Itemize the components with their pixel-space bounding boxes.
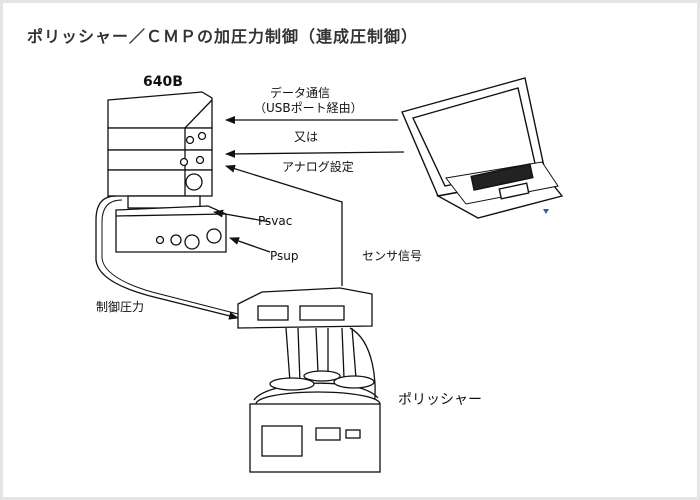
sensor-signal-label: センサ信号: [362, 249, 423, 263]
data-comm-label: データ通信: [270, 86, 331, 100]
laptop-icon: [401, 77, 564, 219]
analog-setting-label: アナログ設定: [282, 160, 354, 174]
psup-label: Psup: [270, 249, 299, 263]
signal-lines: [95, 116, 405, 320]
controller-label: 640B: [143, 74, 183, 90]
controller-640b: [107, 91, 227, 253]
psvac-arrow: [213, 209, 271, 223]
usb-port-label: （USBポート経由）: [254, 101, 363, 115]
control-pressure-line: [95, 195, 239, 320]
or-label: 又は: [294, 130, 319, 144]
psvac-label: Psvac: [258, 214, 293, 228]
sensor-signal-line: [225, 164, 343, 286]
diagram-title: ポリッシャー／ＣＭＰの加圧力制御（連成圧制御）: [27, 27, 419, 46]
polisher-label: ポリッシャー: [398, 392, 482, 408]
analog-arrow: [225, 149, 405, 158]
psup-arrow: [229, 237, 271, 253]
polisher-machine: [237, 287, 381, 473]
control-pressure-label: 制御圧力: [96, 300, 145, 314]
